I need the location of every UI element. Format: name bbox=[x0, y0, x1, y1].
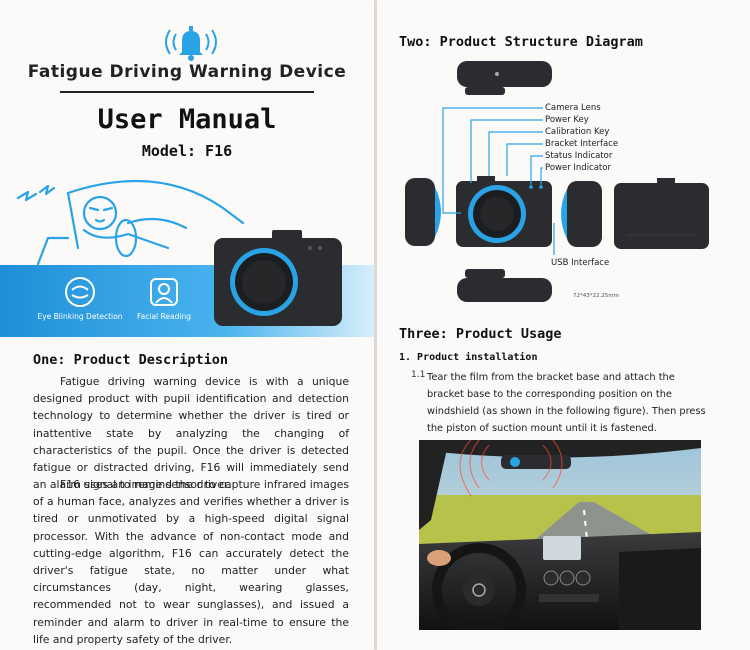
description-paragraph-2: F16 uses an image sensor to capture infr… bbox=[33, 478, 349, 646]
eye-detection-icon bbox=[65, 277, 95, 307]
section1-heading: One: Product Description bbox=[33, 352, 229, 368]
section2-heading: Two: Product Structure Diagram bbox=[399, 34, 643, 50]
car-interior-photo bbox=[419, 440, 701, 630]
structure-labels: Camera Lens Power Key Calibration Key Br… bbox=[545, 102, 618, 174]
product-title: Fatigue Driving Warning Device bbox=[27, 62, 347, 82]
right-page: Two: Product Structure Diagram bbox=[377, 0, 750, 650]
installation-subheading: 1. Product installation bbox=[399, 352, 538, 363]
label-status-indicator: Status Indicator bbox=[545, 151, 613, 161]
step-number: 1.1 bbox=[411, 370, 426, 380]
left-page: Fatigue Driving Warning Device User Manu… bbox=[0, 0, 374, 650]
title-divider bbox=[60, 91, 314, 93]
manual-title: User Manual bbox=[97, 104, 277, 135]
label-camera-lens: Camera Lens bbox=[545, 103, 601, 113]
installation-step-text: Tear the film from the bracket base and … bbox=[427, 372, 706, 434]
section3-heading: Three: Product Usage bbox=[399, 326, 562, 342]
label-power-key: Power Key bbox=[545, 115, 589, 125]
drowsy-driver-illustration bbox=[16, 179, 245, 266]
label-calibration-key: Calibration Key bbox=[545, 127, 610, 137]
description-paragraph-1: Fatigue driving warning device is with a… bbox=[33, 375, 349, 492]
device-image bbox=[214, 230, 342, 326]
feature-face-label: Facial Reading bbox=[137, 312, 191, 321]
face-reading-icon bbox=[150, 278, 178, 306]
structure-diagram bbox=[405, 61, 709, 302]
dimensions-note: 72*43*22.25mm bbox=[573, 293, 619, 299]
model-number: Model: F16 bbox=[141, 142, 233, 160]
label-power-indicator: Power Indicator bbox=[545, 163, 611, 173]
feature-eye-label: Eye Blinking Detection bbox=[37, 312, 123, 321]
bell-icon bbox=[165, 26, 217, 61]
label-usb-interface: USB Interface bbox=[551, 258, 610, 268]
label-bracket-interface: Bracket Interface bbox=[545, 139, 619, 149]
